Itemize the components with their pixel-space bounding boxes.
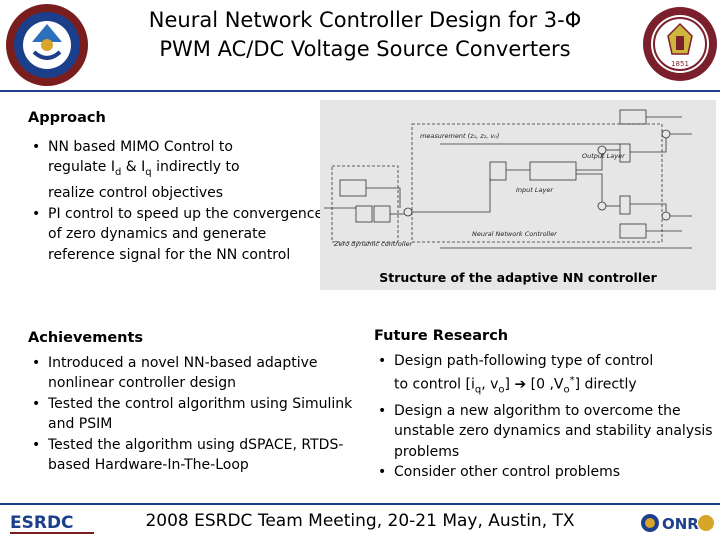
future-item-1: Design path-following type of control to… [374, 351, 714, 401]
subscript-q: q [474, 384, 482, 396]
diagram-measurement-label: measurement (z₁, z₂, v₀) [420, 132, 499, 140]
controller-diagram: measurement (z₁, z₂, v₀) Output Layer In… [320, 100, 716, 290]
approach-section: Approach NN based MIMO Control to regula… [28, 108, 328, 265]
future-item-2: Design a new algorithm to overcome the u… [374, 401, 714, 463]
approach-heading: Approach [28, 110, 106, 126]
onr-footer-logo: ONR [640, 508, 716, 538]
title-line-1: Neural Network Controller Design for 3-Φ [148, 8, 582, 32]
future-item-1-part-d: ] [504, 376, 515, 393]
seal-year: 1851 [671, 60, 689, 68]
subscript-o: o [498, 384, 505, 396]
future-item-3: Consider other control problems [374, 462, 714, 483]
achievements-section: Achievements Introduced a novel NN-based… [28, 328, 358, 476]
future-item-1-part-b: to control [i [394, 376, 475, 393]
header-rule [0, 90, 720, 92]
slide-title: Neural Network Controller Design for 3-Φ… [100, 6, 630, 64]
approach-item-1-line-1: NN based MIMO Control to [48, 138, 233, 155]
esrdc-footer-logo: ESRDC [4, 508, 108, 538]
diagram-zero-dynamic-label: Zero dynamic controller [333, 240, 413, 248]
arrow-right-icon: ➔ [514, 376, 527, 393]
subscript-o: o [563, 384, 570, 396]
nn-controller-block-diagram: measurement (z₁, z₂, v₀) Output Layer In… [324, 109, 692, 249]
title-line-2: PWM AC/DC Voltage Source Converters [159, 37, 571, 61]
approach-item-1-line-3: realize control objectives [48, 185, 224, 202]
diagram-input-layer-label: Input Layer [516, 186, 554, 194]
diagram-caption: Structure of the adaptive NN controller [379, 270, 657, 285]
approach-item-1-regulate: regulate I [48, 159, 115, 175]
achievement-item-1: Introduced a novel NN-based adaptive non… [28, 353, 358, 394]
diagram-nn-controller-label: Neural Network Controller [472, 230, 558, 238]
subscript-d: d [114, 166, 122, 178]
approach-item-1-amp: & I [121, 159, 146, 175]
esrdc-seal-logo [4, 2, 90, 88]
future-item-1-line-1: Design path-following type of control [394, 352, 654, 369]
fsu-seal-logo: 1851 [642, 6, 718, 82]
achievements-heading: Achievements [28, 330, 144, 346]
achievement-item-2: Tested the control algorithm using Simul… [28, 394, 358, 435]
future-heading: Future Research [374, 328, 509, 344]
future-item-1-part-c: , v [481, 376, 499, 393]
future-item-1-part-e: [0 ,V [526, 376, 564, 393]
superscript-star: * [569, 375, 575, 386]
future-item-1-part-f: ] directly [574, 376, 637, 393]
approach-item-1-indirectly: indirectly to [151, 159, 240, 175]
footer-rule [0, 503, 720, 505]
onr-logo-text: ONR [662, 515, 699, 533]
approach-item-2: PI control to speed up the convergence o… [28, 204, 328, 266]
approach-item-1: NN based MIMO Control to regulate Id & I… [28, 137, 328, 204]
diagram-output-layer-label: Output Layer [582, 152, 626, 160]
future-research-section: Future Research Design path-following ty… [374, 326, 714, 483]
achievement-item-3: Tested the algorithm using dSPACE, RTDS-… [28, 435, 358, 476]
esrdc-logo-text: ESRDC [10, 513, 74, 533]
footer-meeting-text: 2008 ESRDC Team Meeting, 20-21 May, Aust… [145, 511, 575, 531]
subscript-q: q [145, 166, 152, 178]
